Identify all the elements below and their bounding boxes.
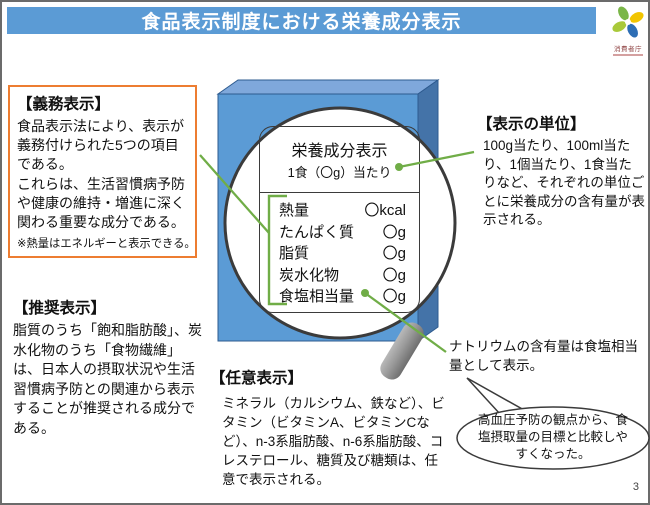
recommended-heading: 【推奨表示】 [13,300,107,317]
mandatory-note: ※熱量はエネルギーと表示できる。 [17,238,196,251]
mandatory-display-box: 【義務表示】 食品表示法により、表示が義務付けられた5つの項目である。 これらは… [8,85,197,258]
nutrient-value: 〇g [382,288,406,306]
recommended-body: 脂質のうち「飽和脂肪酸」、炭水化物のうち「食物繊維」は、日本人の摂取状況や生活習… [13,322,202,436]
agency-subtitle-bar [613,54,643,56]
pinwheel-petal-blue [627,23,638,38]
nutrition-row-salt: 食塩相当量 〇g [279,286,406,308]
nutrition-label-serving: 1食（〇g）当たり [287,165,392,180]
mandatory-body-2: これらは、生活習慣病予防や健康の維持・増進に深く関わる重要な成分である。 [17,175,185,231]
nutrition-label-rows: 熱量 〇kcal たんぱく質 〇g 脂質 〇g 炭水化物 〇g 食塩相当量 〇g [260,193,419,308]
nutrient-value: 〇kcal [364,202,406,219]
nutrient-value: 〇g [382,223,406,241]
pinwheel-petal-green [618,6,629,21]
speech-bubble-ellipse [456,406,650,470]
sodium-note: ナトリウムの含有量は食塩相当量として表示。 [449,339,638,373]
nutrient-name: 熱量 [279,202,310,219]
nutrient-value: 〇g [382,266,406,284]
nutrition-row-protein: たんぱく質 〇g [279,222,406,244]
pinwheel-center [625,19,631,25]
agency-name: 消費者庁 [614,46,642,53]
speech-bubble: 高血圧予防の観点から、食塩摂取量の目標と比較しやすくなった。 [450,372,650,474]
speech-bubble-shape [456,377,650,470]
nutrient-name: たんぱく質 [279,223,355,241]
voluntary-display-section: 【任意表示】 ミネラル（カルシウム、鉄など）、ビタミン（ビタミンA、ビタミンCな… [210,366,446,489]
package-top-face [216,79,440,95]
pinwheel-icon [612,6,644,38]
nutrient-name: 炭水化物 [279,266,340,284]
nutrition-row-carbohydrate: 炭水化物 〇g [279,265,406,287]
nutrition-row-energy: 熱量 〇kcal [279,200,406,222]
display-units-section: 【表示の単位】 100g当たり、100ml当たり、1個当たり、1食当たりなど、そ… [477,112,645,230]
nutrition-row-fat: 脂質 〇g [279,243,406,265]
voluntary-heading: 【任意表示】 [210,370,304,387]
units-body: 100g当たり、100ml当たり、1個当たり、1食当たりなど、それぞれの単位ごと… [483,138,645,227]
nutrition-label-card: 栄養成分表示 1食（〇g）当たり 熱量 〇kcal たんぱく質 〇g 脂質 〇g… [259,126,420,313]
pinwheel-petal-lightgreen [612,21,627,32]
nutrient-name: 食塩相当量 [279,288,355,306]
agency-logo: 消費者庁 [608,5,648,56]
pinwheel-petal-yellow [629,12,644,23]
speech-bubble-text: 高血圧予防の観点から、食塩摂取量の目標と比較しやすくなった。 [477,413,628,461]
nutrition-label-title: 栄養成分表示 [291,143,388,160]
nutrition-label-head: 栄養成分表示 1食（〇g）当たり [260,137,419,193]
units-heading: 【表示の単位】 [477,116,586,133]
page-title: 食品表示制度における栄養成分表示 [141,12,462,33]
speech-bubble-tail [466,377,527,415]
recommended-display-section: 【推奨表示】 脂質のうち「飽和脂肪酸」、炭水化物のうち「食物繊維」は、日本人の摂… [13,296,204,438]
page-number: 3 [632,481,639,493]
nutrient-name: 脂質 [279,245,310,263]
voluntary-body: ミネラル（カルシウム、鉄など）、ビタミン（ビタミンA、ビタミンCなど）、n-3系… [222,396,445,487]
mandatory-body-1: 食品表示法により、表示が義務付けられた5つの項目である。 [17,118,185,173]
nutrient-value: 〇g [382,245,406,263]
mandatory-heading: 【義務表示】 [17,96,111,113]
header-bar: 食品表示制度における栄養成分表示 [7,7,596,34]
